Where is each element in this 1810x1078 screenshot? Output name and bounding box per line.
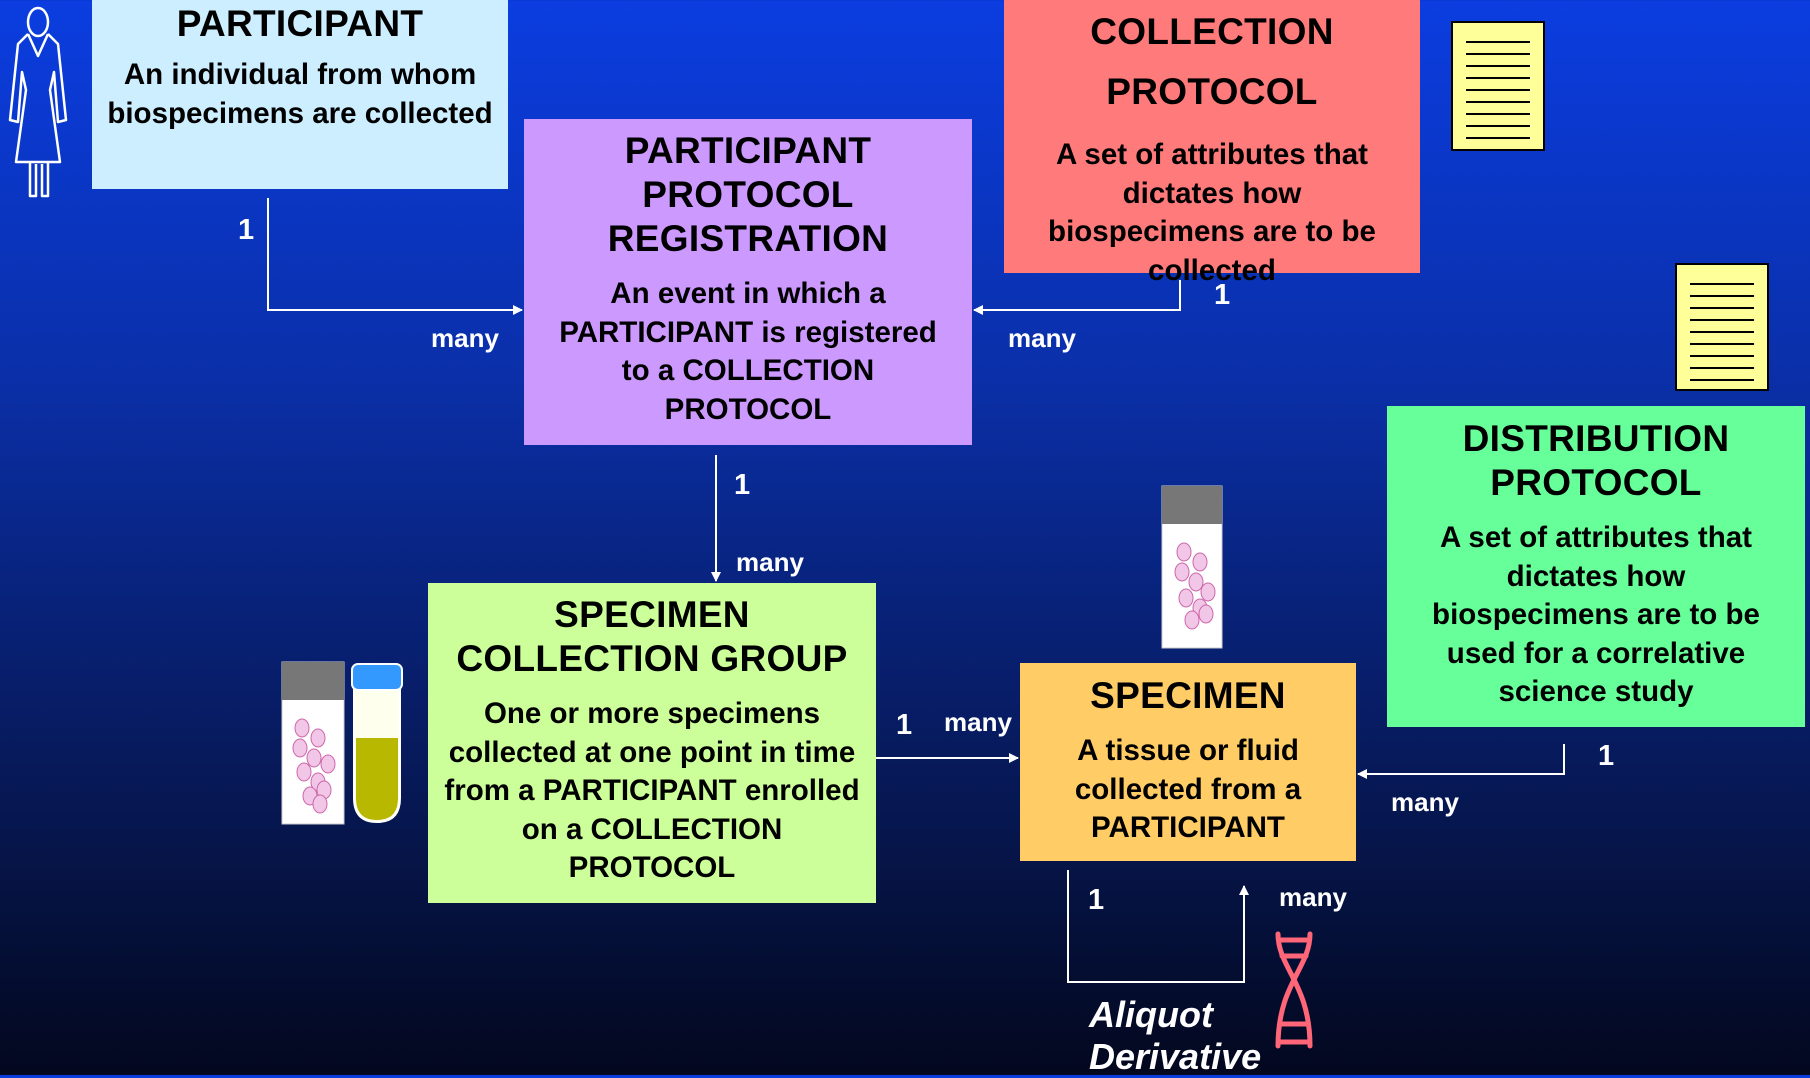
- dp-title: DISTRIBUTION PROTOCOL: [1462, 418, 1730, 503]
- participant-title: PARTICIPANT: [176, 3, 424, 44]
- slide-icon: [281, 661, 345, 825]
- document-icon: [1451, 21, 1545, 151]
- test-tube-icon: [351, 663, 403, 824]
- slide-icon: [1161, 485, 1223, 649]
- cp-desc: A set of attributes that dictates how bi…: [1048, 138, 1376, 287]
- participant-to-registration-connector: [267, 198, 523, 315]
- participant-protocol-registration-box: PARTICIPANT PROTOCOL REGISTRATION An eve…: [524, 119, 972, 445]
- participant-desc: An individual from whom biospecimens are…: [107, 58, 493, 130]
- aliquot-label: Aliquot: [1089, 994, 1213, 1035]
- distribution-protocol-to-specimen-connector: [1357, 744, 1565, 779]
- scg-title: SPECIMEN COLLECTION GROUP: [456, 594, 848, 679]
- aliquot-one-label: 1: [1088, 884, 1105, 916]
- dna-icon: [1275, 931, 1313, 1049]
- specimen-box: SPECIMEN A tissue or fluid collected fro…: [1020, 663, 1356, 861]
- collection-protocol-to-registration-connector: [973, 280, 1181, 315]
- collection-protocol-box: COLLECTION PROTOCOL A set of attributes …: [1004, 0, 1420, 287]
- participant-box: PARTICIPANT An individual from whom bios…: [92, 0, 508, 189]
- cp-title: COLLECTION PROTOCOL: [1090, 11, 1334, 112]
- document-icon: [1675, 263, 1769, 391]
- ppr-desc: An event in which a PARTICIPANT is regis…: [559, 277, 937, 426]
- scg-desc: One or more specimens collected at one p…: [444, 697, 860, 884]
- dp-many-label: many: [1391, 787, 1459, 817]
- participant-many-label: many: [431, 323, 499, 353]
- specimen-desc: A tissue or fluid collected from a PARTI…: [1074, 734, 1302, 844]
- aliquot-many-label: many: [1279, 882, 1347, 912]
- derivative-label: Derivative: [1089, 1036, 1262, 1077]
- cp-many-label: many: [1008, 323, 1076, 353]
- cp-one-label: 1: [1214, 279, 1231, 311]
- ppr-title: PARTICIPANT PROTOCOL REGISTRATION: [607, 130, 889, 259]
- scg-many-label: many: [944, 707, 1012, 737]
- ppr-one-label: 1: [734, 469, 751, 501]
- ppr-many-label: many: [736, 547, 804, 577]
- specimen-self-relation-connector: [1067, 870, 1249, 983]
- scg-one-label: 1: [896, 709, 913, 741]
- specimen-title: SPECIMEN: [1090, 675, 1286, 716]
- participant-one-label: 1: [238, 214, 255, 246]
- distribution-protocol-box: DISTRIBUTION PROTOCOL A set of attribute…: [1387, 406, 1805, 727]
- dp-one-label: 1: [1598, 740, 1615, 772]
- dp-desc: A set of attributes that dictates how bi…: [1432, 521, 1760, 708]
- specimen-collection-group-box: SPECIMEN COLLECTION GROUP One or more sp…: [428, 583, 876, 903]
- person-icon: [8, 6, 68, 198]
